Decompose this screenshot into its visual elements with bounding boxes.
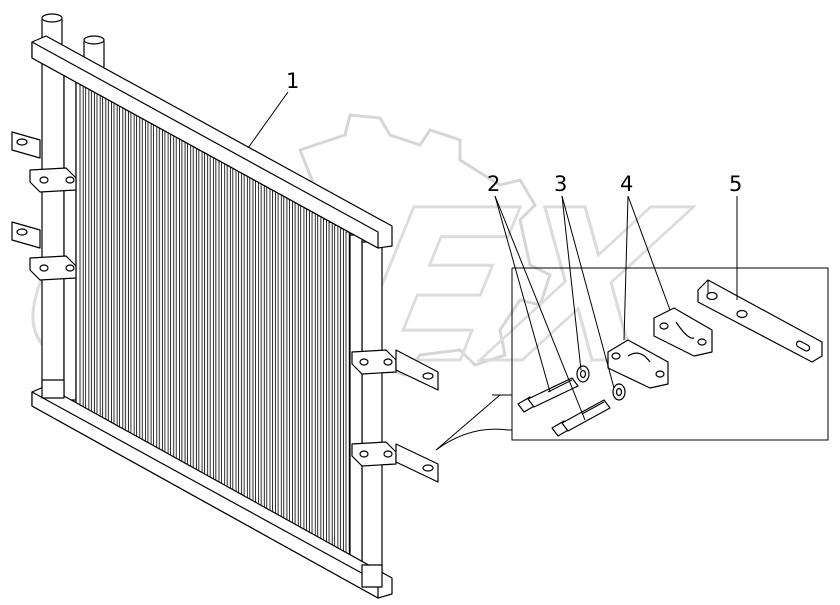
radiator-fin [181, 139, 186, 470]
radiator-fin [311, 212, 316, 544]
radiator-fin [119, 103, 124, 435]
radiator-fin [170, 132, 175, 464]
radiator-fin [232, 167, 237, 499]
radiator-fin [113, 100, 118, 432]
callout-labels: 1 2 3 4 5 [286, 69, 742, 196]
detail-box [435, 267, 829, 451]
left-brackets [11, 131, 77, 281]
washer-1 [576, 365, 590, 383]
radiator-fin [260, 183, 265, 515]
radiator-fin [198, 148, 203, 480]
radiator-fin [300, 206, 305, 537]
radiator-fin [107, 97, 112, 429]
radiator-fin [294, 202, 299, 534]
radiator-fin [272, 190, 277, 521]
clamp-lower [607, 339, 669, 389]
right-brackets [351, 349, 439, 483]
radiator-fin [124, 107, 129, 438]
left-tube [41, 47, 65, 399]
radiator-fin [266, 186, 271, 518]
radiator-fin [345, 231, 350, 563]
leader-lines [247, 91, 738, 421]
radiator-fin [153, 123, 158, 454]
radiator-fin [204, 151, 209, 483]
radiator-fin [317, 215, 322, 547]
clamp-upper [653, 307, 713, 357]
radiator-fin [136, 113, 141, 445]
radiator-fin [209, 155, 214, 486]
radiator-fin [249, 177, 254, 509]
radiator-fin [192, 145, 197, 477]
radiator-fin [147, 119, 152, 451]
right-tube [361, 241, 383, 588]
radiator-fin [339, 228, 344, 560]
radiator-fin [277, 193, 282, 525]
radiator-fin [283, 196, 288, 528]
radiator-fin [79, 81, 84, 413]
radiator-fin [90, 87, 95, 419]
radiator-fin [221, 161, 226, 493]
radiator-fin [187, 142, 192, 474]
bolt-2 [551, 399, 611, 437]
radiator-fin [164, 129, 169, 461]
radiator-fin [85, 84, 90, 416]
radiator-fin [130, 110, 135, 442]
radiator-fin [226, 164, 231, 496]
radiator-fin [175, 135, 180, 467]
radiator-fin [158, 126, 163, 458]
radiator [11, 13, 439, 599]
radiator-fin [328, 222, 333, 553]
radiator-fin [305, 209, 310, 541]
callout-4: 4 [620, 172, 633, 196]
bolt-1 [517, 377, 579, 413]
radiator-fin [289, 199, 294, 531]
mounting-bracket [697, 279, 823, 363]
radiator-fin [141, 116, 146, 448]
radiator-fin [238, 170, 243, 502]
callout-3: 3 [554, 172, 567, 196]
radiator-fin [215, 158, 220, 489]
radiator-fin [102, 94, 107, 426]
radiator-fin [322, 218, 327, 550]
radiator-fin [334, 225, 339, 557]
callout-2: 2 [487, 172, 500, 196]
callout-1: 1 [286, 69, 299, 93]
radiator-fin [96, 91, 101, 422]
callout-5: 5 [729, 172, 742, 196]
radiator-fin [255, 180, 260, 512]
radiator-fin [243, 174, 248, 505]
washer-2 [612, 383, 626, 401]
